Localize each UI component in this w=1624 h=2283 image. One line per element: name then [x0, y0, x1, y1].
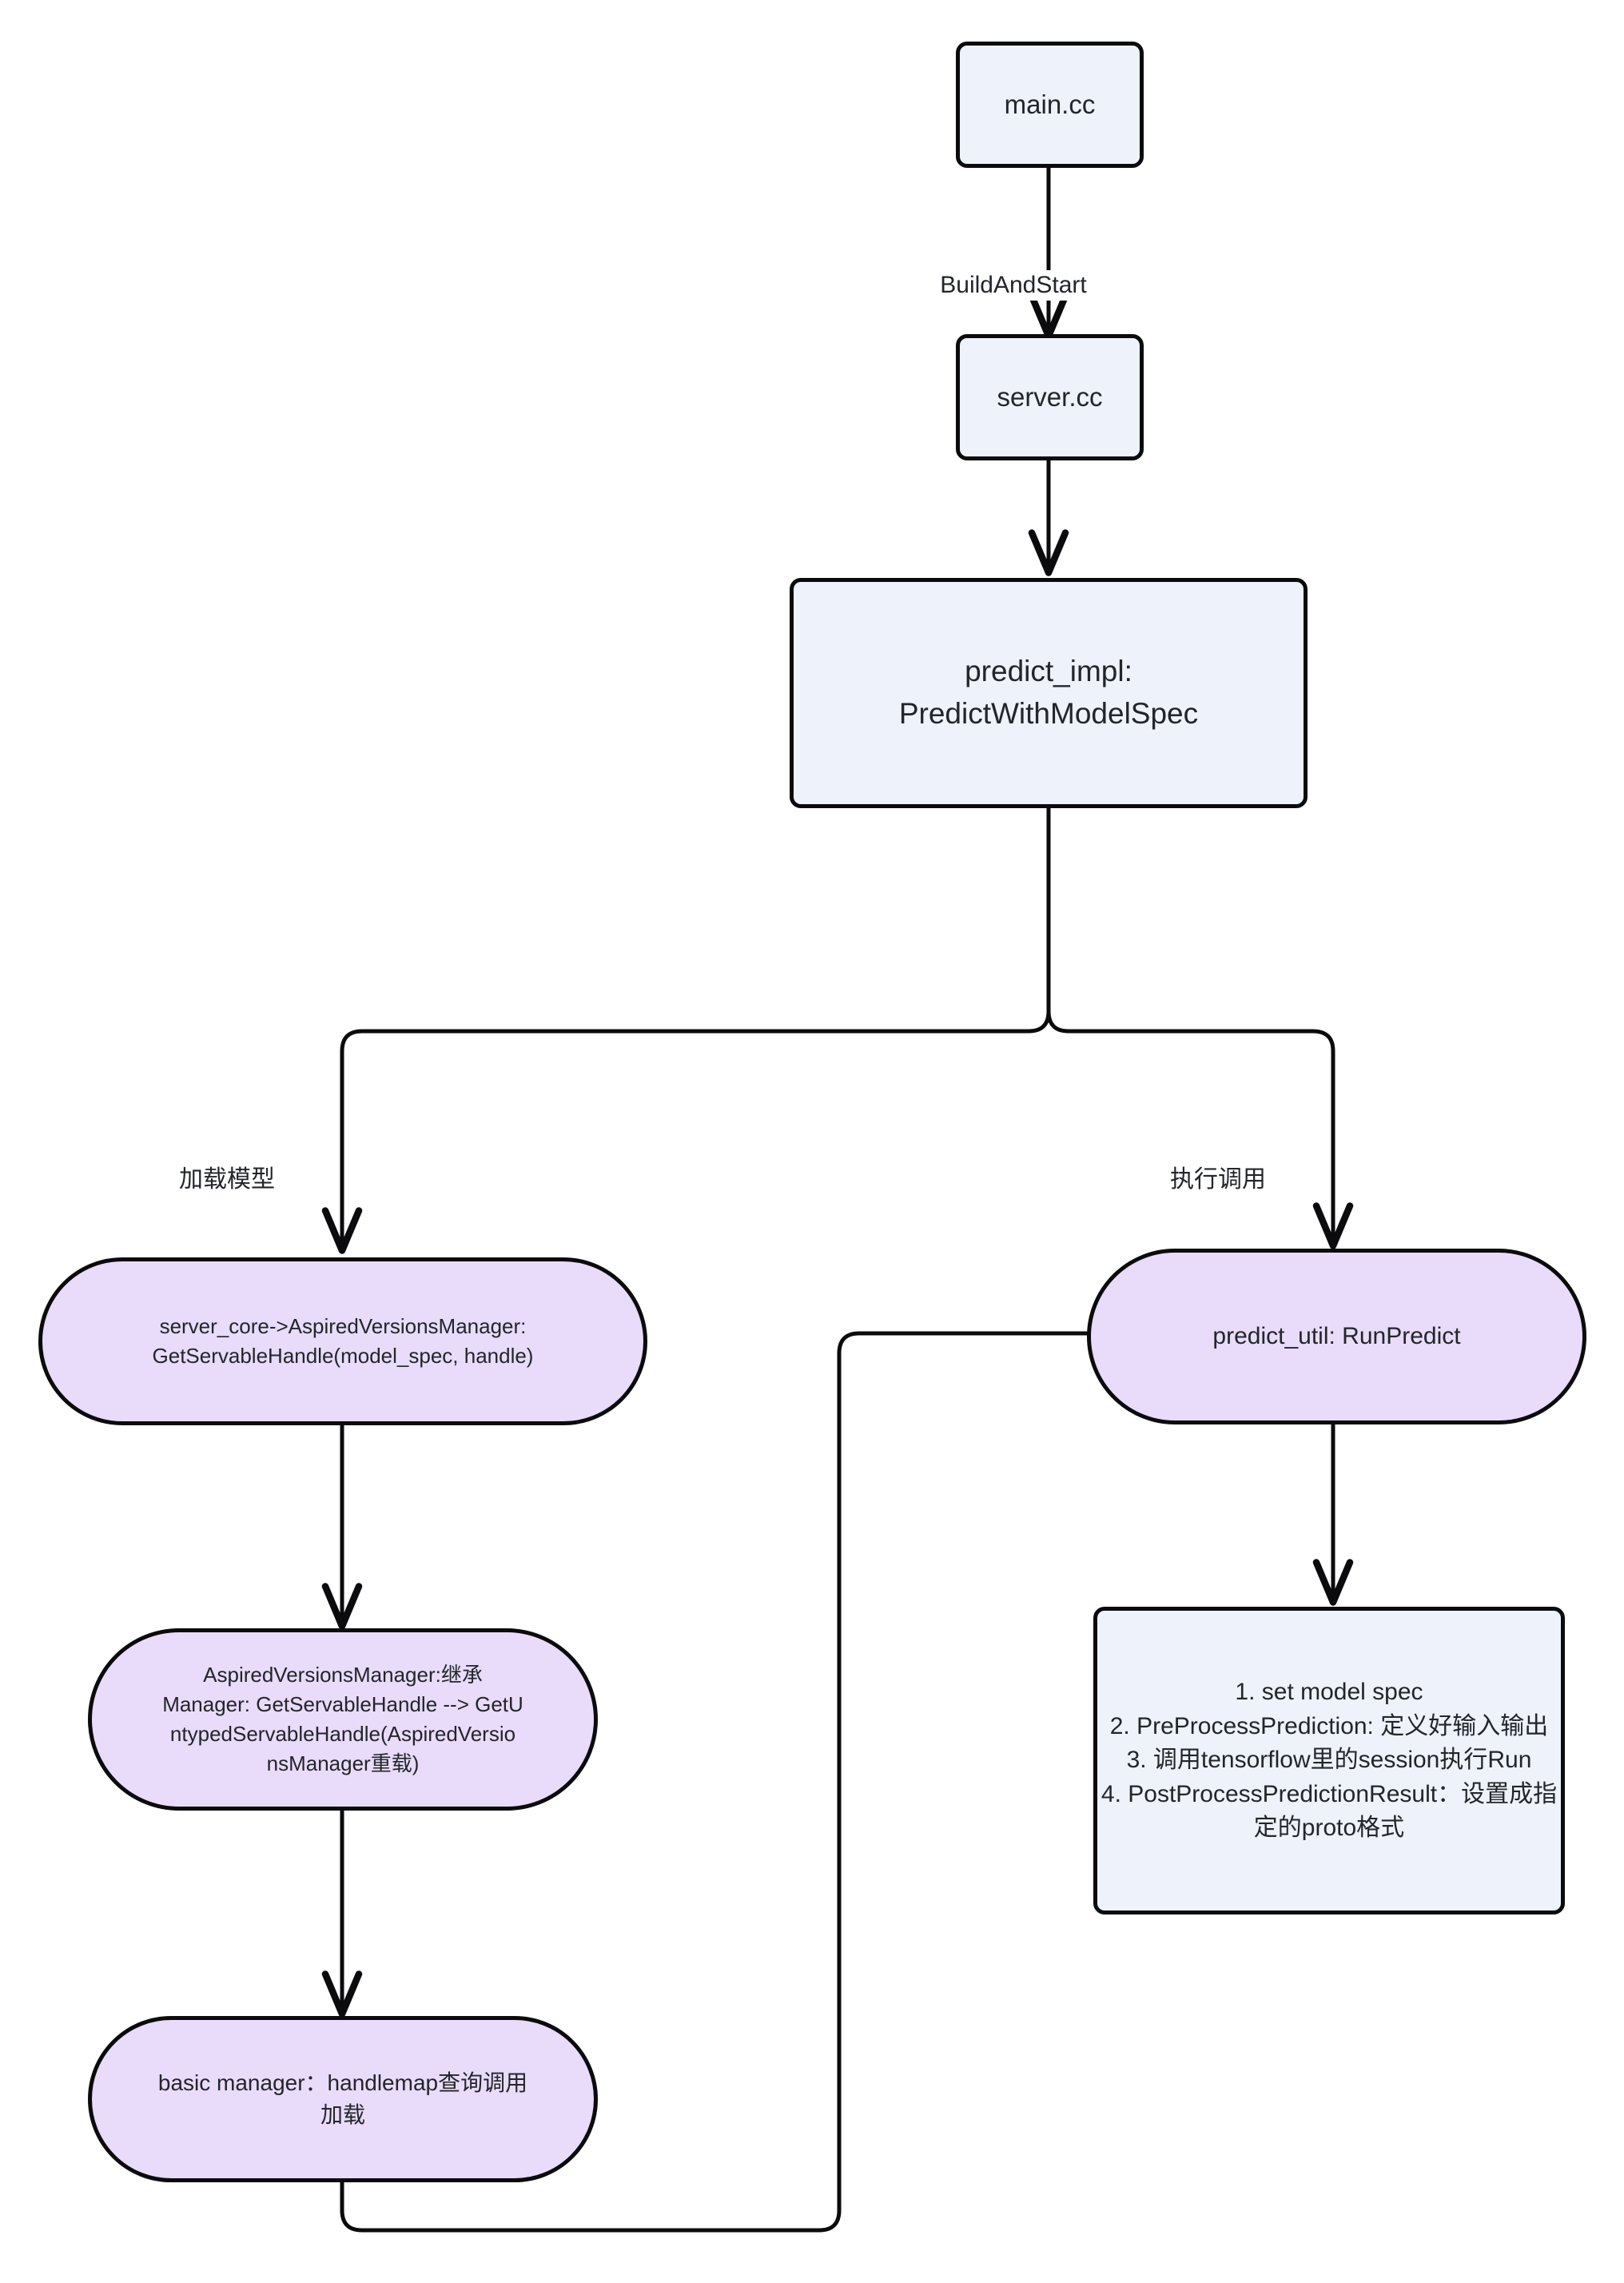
edge-label-load-model: 加载模型	[173, 1157, 281, 1196]
node-server-cc-label: server.cc	[997, 381, 1103, 412]
node-predict-impl-label: predict_impl: PredictWithModelSpec	[898, 655, 1199, 730]
edge-label-load-model-text: 加载模型	[179, 1166, 275, 1193]
node-main-cc[interactable]: main.cc	[956, 42, 1144, 168]
edge-basic-manager-to-run-predict	[340, 1313, 1392, 2233]
edge-predict-impl-to-get-servable-handle	[321, 807, 1051, 1254]
edge-label-build-and-start-text: BuildAndStart	[940, 272, 1087, 298]
node-basic-manager-label: basic manager：handlemap查询调用 加载	[157, 2070, 528, 2127]
node-server-cc[interactable]: server.cc	[956, 334, 1144, 460]
edge-label-execute-call: 执行调用	[1164, 1157, 1272, 1196]
node-basic-manager[interactable]: basic manager：handlemap查询调用 加载	[88, 2016, 598, 2182]
edge-label-build-and-start: BuildAndStart	[933, 270, 1093, 301]
node-aspired-versions-manager-label: AspiredVersionsManager:继承 Manager: GetSe…	[162, 1663, 523, 1775]
node-run-predict-label: predict_util: RunPredict	[1212, 1322, 1461, 1349]
node-main-cc-label: main.cc	[1004, 89, 1096, 119]
edge-label-execute-call-text: 执行调用	[1170, 1166, 1266, 1193]
node-predict-steps-label: 1. set model spec 2. PreProcessPredictio…	[1101, 1679, 1558, 1842]
node-predict-impl[interactable]: predict_impl: PredictWithModelSpec	[790, 578, 1308, 808]
node-get-servable-handle-label: server_core->AspiredVersionsManager: Get…	[152, 1314, 534, 1368]
node-aspired-versions-manager[interactable]: AspiredVersionsManager:继承 Manager: GetSe…	[88, 1628, 598, 1811]
node-run-predict[interactable]: predict_util: RunPredict	[1087, 1249, 1586, 1424]
edge-predict-impl-to-run-predict	[1046, 807, 1354, 1249]
node-get-servable-handle[interactable]: server_core->AspiredVersionsManager: Get…	[38, 1257, 647, 1425]
node-predict-steps[interactable]: 1. set model spec 2. PreProcessPredictio…	[1093, 1607, 1565, 1914]
